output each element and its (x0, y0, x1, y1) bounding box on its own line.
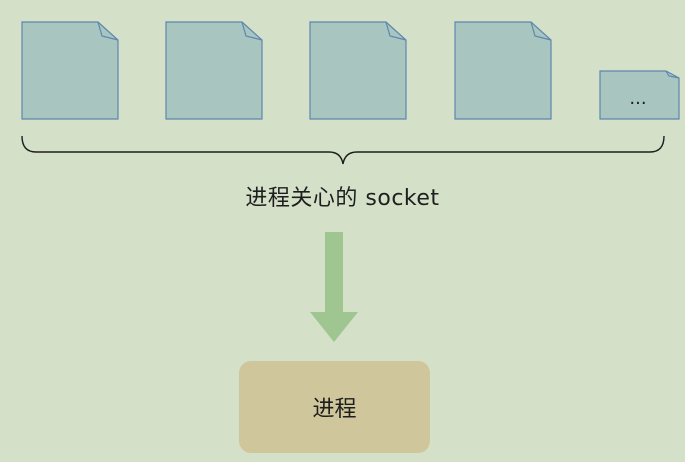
more-sockets-label: ... (629, 88, 646, 109)
process-box: 进程 (239, 361, 430, 453)
socket-group-label: 进程关心的 socket (245, 186, 440, 211)
down-arrow (310, 232, 358, 342)
socket-document-icon-1 (21, 21, 119, 120)
socket-document-icon-2 (165, 21, 263, 120)
process-label: 进程 (312, 397, 357, 422)
socket-document-icon-3 (309, 21, 407, 120)
socket-document-icon-4 (454, 21, 552, 120)
more-sockets-document-icon: ... (599, 70, 680, 120)
grouping-brace (21, 135, 665, 165)
